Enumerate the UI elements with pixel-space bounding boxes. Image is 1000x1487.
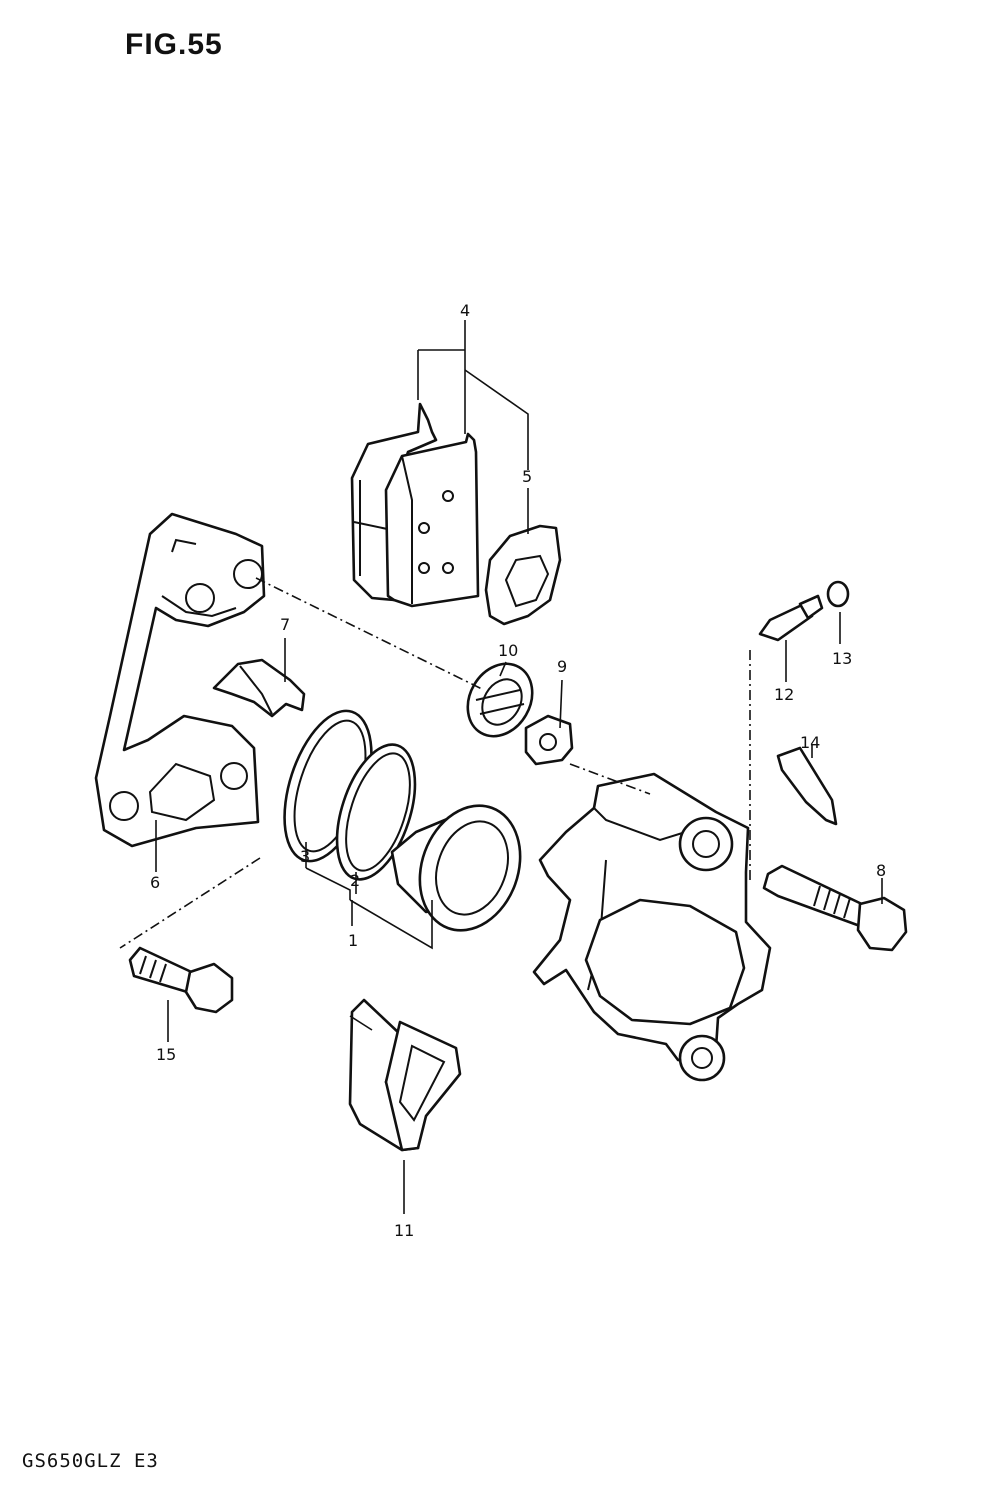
pad-spring <box>212 658 306 718</box>
caliper-body <box>532 772 772 1082</box>
washer <box>524 714 574 766</box>
figure-title: FIG.55 <box>125 28 223 61</box>
model-code: GS650GLZ E3 <box>22 1450 159 1472</box>
callout-15: 15 <box>156 1045 176 1064</box>
pin-bolt <box>762 864 908 952</box>
callout-6: 6 <box>150 873 160 892</box>
callout-7: 7 <box>280 615 290 634</box>
pad-shim <box>484 524 562 626</box>
callout-9: 9 <box>557 657 567 676</box>
bleeder-screw <box>758 594 824 642</box>
callout-8: 8 <box>876 861 886 880</box>
callout-1: 1 <box>348 931 358 950</box>
callout-4: 4 <box>460 301 470 320</box>
callout-11: 11 <box>394 1221 414 1240</box>
leader-lines <box>119 320 883 1214</box>
callout-5: 5 <box>522 467 532 486</box>
caliper-bracket <box>94 512 266 848</box>
brake-pads <box>350 402 480 608</box>
bleeder-cap <box>826 580 850 608</box>
mounting-bolt <box>128 946 234 1014</box>
callout-3: 3 <box>300 847 310 866</box>
piston <box>390 804 522 932</box>
piston-seals <box>283 709 417 881</box>
dust-boot <box>466 662 534 738</box>
pad-spring-plate <box>348 998 462 1152</box>
callout-2: 2 <box>350 871 360 890</box>
callout-14: 14 <box>800 733 820 752</box>
retainer-clip <box>776 746 838 826</box>
callout-12: 12 <box>774 685 794 704</box>
callout-10: 10 <box>498 641 518 660</box>
callout-13: 13 <box>832 649 852 668</box>
